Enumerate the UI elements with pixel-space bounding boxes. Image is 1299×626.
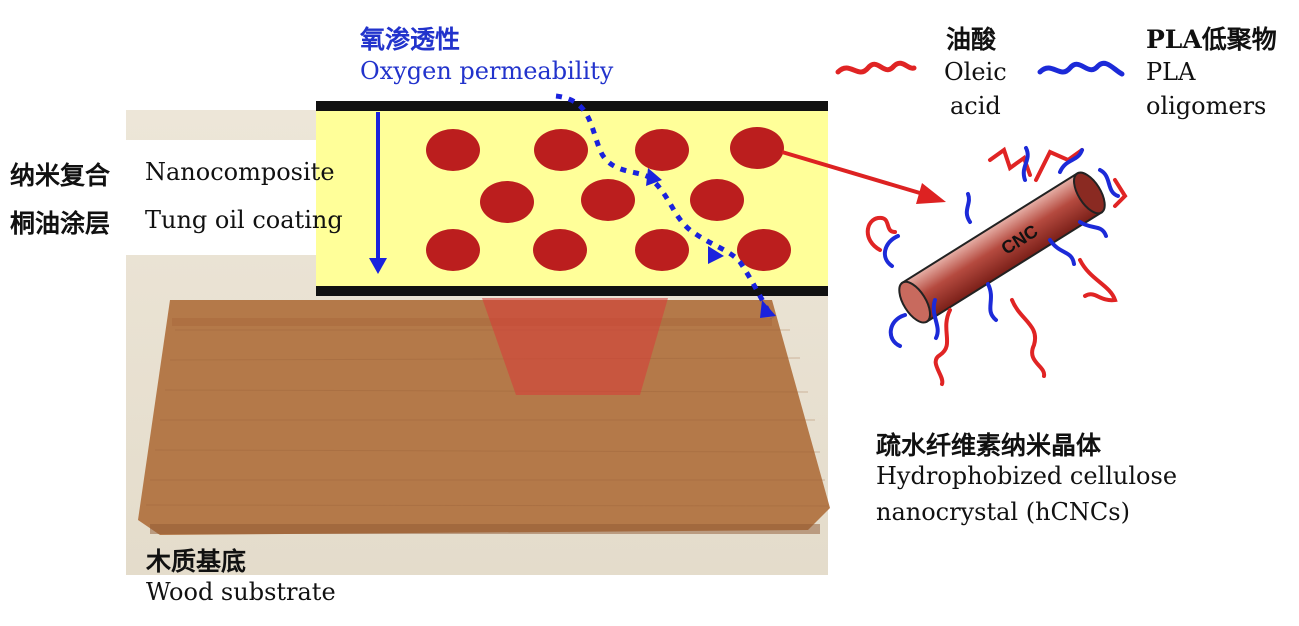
cnc-particles: [426, 127, 791, 271]
nanocomposite-en: Nanocomposite: [145, 158, 335, 186]
oleic-acid-en-2: acid: [950, 92, 1001, 120]
hcnc-en-2: nanocrystal (hCNCs): [876, 498, 1130, 526]
tortuous-arrowhead-3: [760, 300, 776, 318]
particle: [480, 181, 534, 223]
wood-board: [138, 300, 830, 535]
oleic-chain: [933, 308, 952, 386]
particle: [581, 179, 635, 221]
tung-oil-coating-en: Tung oil coating: [145, 206, 343, 234]
tortuous-arrowhead-1: [646, 168, 662, 186]
zoom-arrow: [781, 150, 931, 198]
label-panel: [0, 140, 348, 255]
pla-chain: [1098, 168, 1120, 198]
particle: [737, 229, 791, 271]
oleic-chain: [1113, 178, 1128, 208]
zoom-projection: [482, 298, 668, 395]
oxygen-permeability-cn: 氧渗透性: [360, 25, 461, 54]
particle: [533, 229, 587, 271]
particle: [635, 129, 689, 171]
particle: [534, 129, 588, 171]
pla-chain: [1021, 146, 1030, 182]
pla-oligomers-cn: PLA低聚物: [1146, 25, 1277, 54]
oxygen-straight-arrowhead: [369, 258, 387, 274]
oleic-acid-legend-icon: [835, 60, 917, 75]
particle: [730, 127, 784, 169]
cnc-rod-end: [898, 280, 932, 324]
wood-grain: [145, 329, 829, 507]
oleic-chain: [1034, 148, 1084, 182]
pla-chain: [986, 282, 998, 322]
oleic-acid-cn: 油酸: [946, 25, 997, 54]
oxygen-permeability-en: Oxygen permeability: [360, 57, 614, 85]
oleic-chain: [1078, 258, 1118, 303]
cnc-rod-far-end: [1073, 171, 1106, 215]
pla-chain: [1048, 238, 1076, 266]
oleic-acid-en-1: Oleic: [944, 58, 1007, 86]
nanocomposite-cn: 纳米复合: [10, 161, 111, 190]
hcnc-illustration: [865, 146, 1128, 386]
pla-chain: [931, 298, 940, 340]
oxygen-tortuous-path: [555, 93, 775, 320]
particle: [690, 179, 744, 221]
board-edge: [150, 524, 820, 534]
tung-oil-coating-cn: 桐油涂层: [10, 209, 111, 238]
coated-area: [172, 318, 772, 326]
wood-substrate-cn: 木质基底: [146, 547, 247, 576]
oleic-chain: [865, 215, 897, 252]
pla-chain: [1058, 148, 1084, 174]
coating-bottom-border: [316, 286, 828, 296]
pla-legend-icon: [1037, 60, 1125, 77]
zoom-arrowhead: [916, 183, 946, 204]
pla-chain: [882, 234, 900, 268]
particle: [635, 229, 689, 271]
pla-chain: [964, 192, 972, 224]
pla-oligomers-en-2: oligomers: [1146, 92, 1267, 120]
particle: [426, 229, 480, 271]
pla-chain: [1078, 220, 1108, 238]
pla-oligomers-en-1: PLA: [1146, 58, 1196, 86]
particle: [426, 129, 480, 171]
hcnc-cn: 疏水纤维素纳米晶体: [876, 431, 1102, 460]
wood-substrate-en: Wood substrate: [146, 578, 336, 606]
tortuous-arrowhead-2: [708, 246, 724, 264]
hcnc-en-1: Hydrophobized cellulose: [876, 462, 1178, 490]
oleic-chain: [1010, 298, 1047, 378]
coating-top-border: [316, 101, 828, 111]
pla-chain: [888, 313, 907, 348]
